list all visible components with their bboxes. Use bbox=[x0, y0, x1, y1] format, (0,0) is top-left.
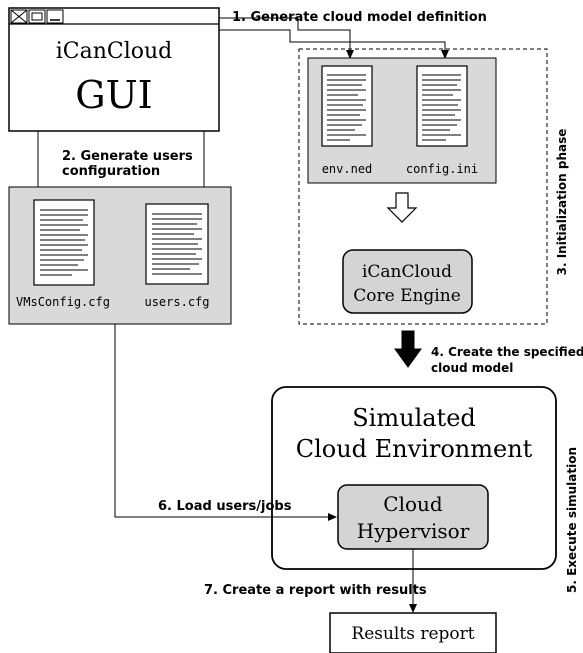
step7-label: 7. Create a report with results bbox=[204, 583, 427, 598]
core-engine-line2: Core Engine bbox=[353, 286, 461, 306]
step6-arrow bbox=[114, 324, 337, 521]
initialization-phase-box bbox=[298, 48, 548, 325]
step6-label: 6. Load users/jobs bbox=[158, 499, 292, 514]
config-ini-label: config.ini bbox=[406, 162, 478, 176]
simulated-env-line2: Cloud Environment bbox=[296, 435, 533, 463]
gui-title-line1: iCanCloud bbox=[56, 39, 173, 64]
hypervisor-line2: Hypervisor bbox=[357, 519, 470, 543]
core-engine-line1: iCanCloud bbox=[362, 262, 452, 282]
step5-label: 5. Execute simulation bbox=[565, 447, 579, 593]
hollow-down-arrow-icon bbox=[386, 192, 418, 223]
hypervisor-line1: Cloud bbox=[383, 492, 443, 516]
step1-arrows bbox=[219, 17, 449, 59]
env-ned-label: env.ned bbox=[322, 162, 373, 176]
env-ned-document-icon bbox=[321, 65, 373, 147]
step2-arrows bbox=[34, 131, 208, 196]
core-engine-box bbox=[342, 249, 473, 314]
step3-label: 3. Initialization phase bbox=[555, 129, 569, 276]
users-cfg-label: users.cfg bbox=[144, 295, 209, 309]
step2-label-line1: 2. Generate users bbox=[62, 149, 193, 164]
gui-title-line2: GUI bbox=[75, 73, 152, 117]
simulated-env-line1: Simulated bbox=[352, 404, 476, 432]
close-window-icon bbox=[10, 9, 28, 24]
step4-label-line1: 4. Create the specified bbox=[431, 345, 583, 359]
users-cfg-document-icon bbox=[145, 203, 209, 285]
config-ini-document-icon bbox=[416, 65, 468, 147]
solid-down-arrow-icon bbox=[394, 330, 422, 368]
results-report-label: Results report bbox=[351, 624, 474, 644]
gui-window: iCanCloud GUI bbox=[8, 7, 220, 132]
minimize-window-icon bbox=[46, 9, 64, 24]
vmsconfig-document-icon bbox=[33, 199, 95, 286]
step1-label: 1. Generate cloud model definition bbox=[232, 10, 487, 25]
step4-label-line2: cloud model bbox=[431, 361, 513, 375]
step2-label-line2: configuration bbox=[62, 164, 160, 179]
results-report-box bbox=[329, 612, 497, 653]
vmsconfig-label: VMsConfig.cfg bbox=[16, 295, 110, 309]
maximize-window-icon bbox=[28, 9, 46, 24]
